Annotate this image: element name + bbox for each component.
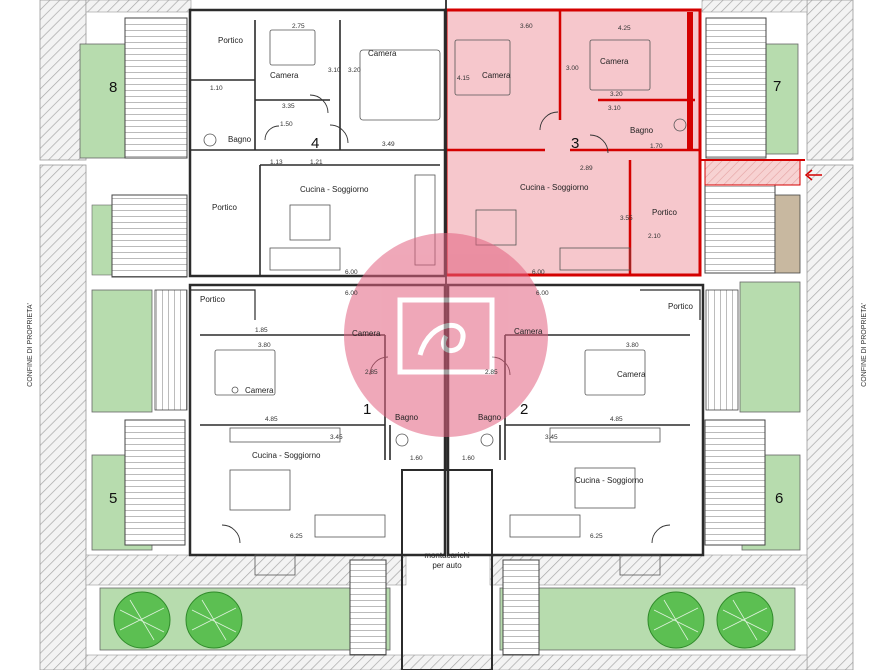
room-label: Cucina - Soggiorno	[520, 183, 589, 192]
lift-label-line1: montacarichi	[424, 551, 470, 560]
room-label: Camera	[514, 327, 543, 336]
room-label: Portico	[652, 208, 677, 217]
room-label: Portico	[212, 203, 237, 212]
svg-text:3.35: 3.35	[282, 103, 295, 110]
room-label: Camera	[617, 370, 646, 379]
garden-numbers: 8 7 5 6	[109, 78, 783, 507]
svg-text:1.21: 1.21	[310, 159, 323, 166]
room-label: Bagno	[630, 126, 654, 135]
svg-text:4.25: 4.25	[618, 25, 631, 32]
room-label: Portico	[218, 36, 243, 45]
svg-text:3.10: 3.10	[608, 105, 621, 112]
svg-text:3.00: 3.00	[566, 65, 579, 72]
svg-text:1.60: 1.60	[462, 455, 475, 462]
svg-text:1.13: 1.13	[270, 159, 283, 166]
unit-number-2: 2	[520, 401, 528, 418]
stairwells	[111, 17, 801, 656]
room-label: Portico	[668, 302, 693, 311]
svg-text:6.00: 6.00	[345, 269, 358, 276]
svg-text:3.55: 3.55	[620, 215, 633, 222]
svg-text:6.00: 6.00	[536, 290, 549, 297]
svg-text:2.10: 2.10	[648, 233, 661, 240]
svg-text:2.85: 2.85	[365, 369, 378, 376]
entry-arrow-icon	[804, 169, 822, 181]
svg-text:3.20: 3.20	[610, 91, 623, 98]
boundary-walls	[39, 0, 854, 670]
lift-label-line2: per auto	[432, 561, 462, 570]
trees	[113, 591, 774, 649]
svg-text:4.85: 4.85	[265, 416, 278, 423]
svg-text:4.15: 4.15	[457, 75, 470, 82]
unit-number-4: 4	[311, 135, 319, 152]
room-label: Cucina - Soggiorno	[575, 476, 644, 485]
room-label: Bagno	[395, 413, 419, 422]
svg-text:2.75: 2.75	[292, 23, 305, 30]
svg-text:3.60: 3.60	[520, 23, 533, 30]
room-label: Camera	[352, 329, 381, 338]
svg-text:3.49: 3.49	[382, 141, 395, 148]
svg-text:1.60: 1.60	[410, 455, 423, 462]
room-label: Bagno	[478, 413, 502, 422]
garden-number: 5	[109, 490, 117, 507]
svg-text:3.80: 3.80	[258, 342, 271, 349]
room-label: Camera	[600, 57, 629, 66]
svg-text:2.85: 2.85	[485, 369, 498, 376]
furniture	[203, 29, 687, 576]
room-label: Cucina - Soggiorno	[300, 185, 369, 194]
svg-text:3.80: 3.80	[626, 342, 639, 349]
svg-text:3.10: 3.10	[328, 67, 341, 74]
svg-text:6.25: 6.25	[590, 533, 603, 540]
watermark-logo	[344, 233, 548, 437]
room-label: Camera	[368, 49, 397, 58]
room-label: Portico	[200, 295, 225, 304]
svg-text:2.89: 2.89	[580, 165, 593, 172]
garden-number: 7	[773, 78, 781, 95]
dimension-labels: 2.75 3.10 3.20 3.35 3.49 1.10 1.50 1.21 …	[210, 23, 663, 540]
svg-text:1.70: 1.70	[650, 143, 663, 150]
room-label: Bagno	[228, 135, 252, 144]
unit-number-1: 1	[363, 401, 371, 418]
svg-text:1.85: 1.85	[255, 327, 268, 334]
svg-text:6.00: 6.00	[345, 290, 358, 297]
garden-number: 8	[109, 79, 117, 96]
left-property-boundary-label: CONFINE DI PROPRIETA'	[27, 303, 34, 387]
unit-number-3: 3	[571, 135, 579, 152]
svg-text:1.10: 1.10	[210, 85, 223, 92]
svg-text:1.50: 1.50	[280, 121, 293, 128]
room-label: Camera	[482, 71, 511, 80]
svg-text:3.45: 3.45	[545, 434, 558, 441]
room-labels: Portico Camera Camera Bagno Portico Cuci…	[200, 36, 693, 485]
garden-number: 6	[775, 490, 783, 507]
svg-text:3.20: 3.20	[348, 67, 361, 74]
right-property-boundary-label: CONFINE DI PROPRIETA'	[861, 303, 868, 387]
unit-3-highlight	[444, 8, 805, 277]
room-label: Camera	[270, 71, 299, 80]
room-label: Cucina - Soggiorno	[252, 451, 321, 460]
unit-numbers: 4 3 1 2	[311, 135, 579, 418]
room-label: Camera	[245, 386, 274, 395]
svg-text:6.25: 6.25	[290, 533, 303, 540]
svg-text:4.85: 4.85	[610, 416, 623, 423]
svg-text:6.00: 6.00	[532, 269, 545, 276]
svg-text:3.45: 3.45	[330, 434, 343, 441]
